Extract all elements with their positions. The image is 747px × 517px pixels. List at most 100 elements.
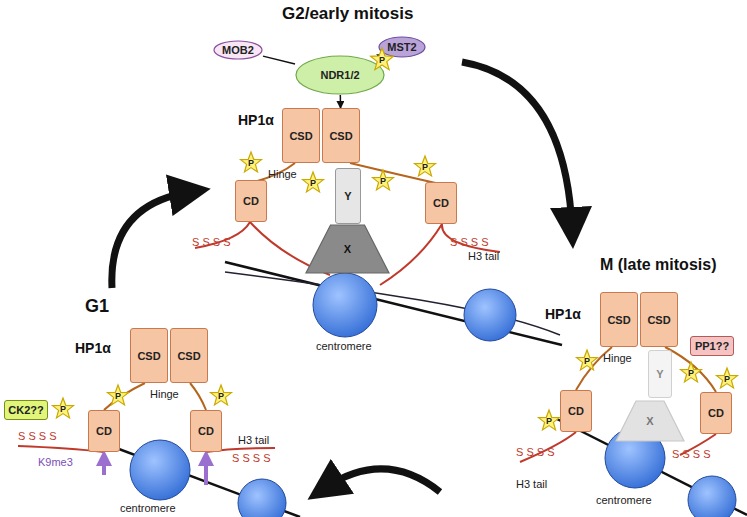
kinase-oval: NDR1/2 [295, 55, 385, 95]
nucleosome [464, 289, 516, 341]
node-text: P [218, 391, 224, 401]
label: HP1α [545, 306, 581, 322]
domain-box: Y [335, 168, 361, 224]
domain-box: CD [560, 390, 592, 432]
node-text: X [344, 243, 351, 255]
domain-box: CD [88, 410, 120, 452]
node-text: NDR1/2 [320, 69, 359, 81]
connector [263, 56, 295, 64]
node-text: CD [568, 405, 584, 417]
domain-box: CSD [600, 292, 638, 347]
domain-box: CD [700, 392, 732, 434]
node-text: MST2 [387, 41, 416, 53]
node-text: P [546, 416, 552, 426]
node-text: X [646, 415, 653, 427]
node-text: CSD [289, 130, 312, 142]
phospho-star: P [414, 156, 436, 178]
node-text: Y [344, 190, 351, 202]
phospho-star: P [370, 48, 394, 72]
outline-shape [577, 350, 598, 370]
outline-shape [616, 401, 684, 441]
dna [225, 262, 562, 345]
kinase-oval: MST2 [378, 36, 426, 58]
outline-shape [539, 410, 560, 430]
phospho-star: P [538, 410, 560, 432]
outline-shape [108, 385, 129, 405]
nucleosome [313, 273, 377, 337]
outline-shape [53, 398, 74, 418]
label: H3 tail [238, 434, 269, 446]
outline-shape [306, 225, 389, 273]
label: Hinge [150, 388, 179, 400]
node-text: CK2?? [8, 404, 43, 416]
node-text: P [584, 356, 590, 366]
node-text: P [115, 391, 121, 401]
node-text: CD [708, 407, 724, 419]
domain-box: PP1?? [690, 336, 734, 356]
label: H3 tail [468, 250, 499, 262]
cycle-arrow [462, 62, 572, 228]
outline-shape [415, 156, 436, 176]
node-text: Y [656, 368, 663, 380]
nucleosome [130, 440, 190, 500]
nucleosome [688, 476, 736, 517]
h3-tail [380, 224, 500, 285]
label: Hinge [603, 352, 632, 364]
outline-shape [214, 41, 262, 59]
label: G2/early mitosis [282, 4, 413, 24]
domain-box: CK2?? [4, 400, 48, 420]
k9me3-arrow [204, 458, 208, 485]
node-text: CD [243, 195, 259, 207]
outline-shape [241, 152, 262, 172]
domain-box: CSD [640, 292, 678, 347]
node-text: CD [96, 425, 112, 437]
outline-shape [211, 385, 232, 405]
label: Hinge [268, 168, 297, 180]
domain-box: CD [425, 182, 457, 224]
outline-shape [717, 368, 738, 388]
hinge [350, 163, 440, 184]
outline-shape [681, 362, 702, 382]
node-text: P [310, 178, 316, 188]
node-text: MOB2 [222, 44, 254, 56]
node-text: P [60, 404, 66, 414]
domain-box: Y [648, 350, 672, 398]
outline-shape [371, 48, 394, 70]
phospho-star: P [240, 152, 262, 174]
label: S S S S [192, 236, 231, 248]
node-text: P [380, 176, 386, 186]
domain-box: CD [235, 180, 267, 222]
phospho-star: P [372, 170, 394, 192]
node-text: P [248, 158, 254, 168]
domain-box: CSD [282, 108, 320, 163]
k9me3-arrow [102, 458, 106, 475]
kinase-oval: MOB2 [213, 40, 263, 60]
label: S S S S [450, 236, 489, 248]
node-text: CSD [177, 350, 200, 362]
node-text: PP1?? [695, 340, 729, 352]
label: M (late mitosis) [600, 256, 716, 274]
phospho-star: P [680, 362, 702, 384]
label: centromere [596, 494, 652, 506]
outline-shape [296, 56, 384, 94]
label: S S S S [516, 446, 555, 458]
domain-box: CD [190, 410, 222, 452]
label: G1 [85, 296, 109, 317]
phospho-star: P [716, 368, 738, 390]
nucleosome [238, 479, 286, 517]
phospho-star: P [107, 385, 129, 407]
phospho-star: P [52, 398, 74, 420]
node-text: CSD [607, 314, 630, 326]
node-text: CD [433, 197, 449, 209]
node-text: P [422, 162, 428, 172]
phospho-star: P [302, 172, 324, 194]
label: H3 tail [516, 478, 547, 490]
outline-shape [379, 37, 425, 57]
hinge [104, 383, 145, 410]
node-text: CSD [137, 350, 160, 362]
node-text: P [724, 374, 730, 384]
node-text: CD [198, 425, 214, 437]
node-text: CSD [647, 314, 670, 326]
label: S S S S [232, 452, 271, 464]
